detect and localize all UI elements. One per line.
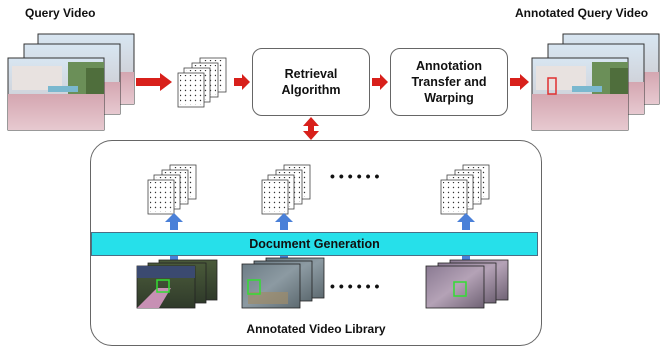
annotated-query-video-label: Annotated Query Video — [515, 6, 649, 20]
library-video-1 — [136, 259, 218, 309]
detection-box — [453, 281, 467, 297]
arrow-retrieval-library — [303, 117, 319, 140]
library-video-2 — [241, 257, 325, 309]
query-video-frames — [7, 33, 135, 131]
document-stack-library-1 — [147, 164, 197, 215]
arrow-retrieval-to-annotation — [372, 74, 388, 90]
document-stack-library-3 — [440, 164, 490, 215]
arrow-docs-to-retrieval — [234, 74, 250, 90]
retrieval-algorithm-label: Retrieval Algorithm — [281, 67, 341, 97]
annotation-transfer-box: Annotation Transfer and Warping — [390, 48, 508, 116]
document-generation-label: Document Generation — [249, 237, 380, 251]
red-arrows — [136, 73, 529, 140]
ellipsis-documents: •••••• — [330, 168, 384, 184]
retrieval-algorithm-box: Retrieval Algorithm — [252, 48, 370, 116]
library-video-3 — [425, 259, 509, 309]
document-stack-library-2 — [261, 164, 311, 215]
query-video-label: Query Video — [25, 6, 96, 20]
detection-box — [156, 279, 170, 293]
document-stack-query — [177, 57, 227, 108]
document-generation-bar: Document Generation — [91, 232, 538, 256]
annotation-transfer-label: Annotation Transfer and Warping — [411, 59, 487, 105]
annotated-video-frames — [531, 33, 660, 131]
detection-box — [247, 279, 261, 295]
ellipsis-videos: •••••• — [330, 278, 384, 294]
annotation-box — [547, 77, 557, 95]
library-label: Annotated Video Library — [246, 322, 386, 336]
arrow-query-to-docs — [136, 73, 172, 91]
arrow-annotation-to-output — [510, 74, 529, 90]
